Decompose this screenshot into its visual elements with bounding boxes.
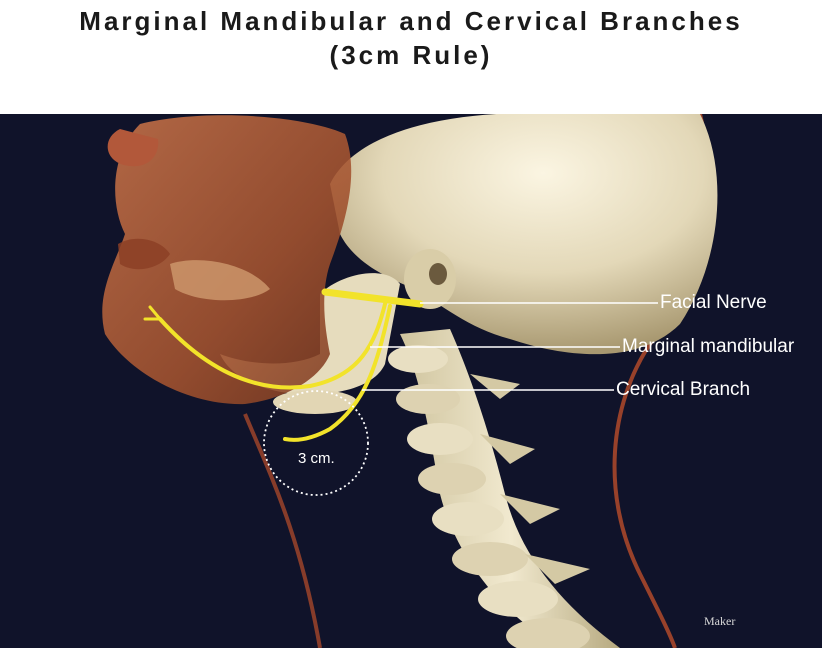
artist-signature: Maker <box>704 614 736 628</box>
cervical-branch <box>283 304 392 442</box>
three-cm-circle <box>263 390 369 496</box>
anatomy-image: Facial Nerve Marginal mandibular Cervica… <box>0 114 822 648</box>
neck-skin-front-outline <box>243 413 322 648</box>
facial-nerve-trunk <box>321 288 424 308</box>
lips <box>118 238 170 270</box>
facial-nerve <box>143 288 424 442</box>
cervical-spine <box>388 329 620 648</box>
anatomy-illustration <box>102 114 718 648</box>
facial-nerve-label: Facial Nerve <box>660 292 767 313</box>
figure-title: Marginal Mandibular and Cervical Branche… <box>0 4 822 72</box>
marginal-mandibular-tip-upper <box>148 305 162 321</box>
cervical-branch-label: Cervical Branch <box>616 379 751 400</box>
title-line-2: (3cm Rule) <box>329 40 493 70</box>
title-line-1: Marginal Mandibular and Cervical Branche… <box>79 6 743 36</box>
ear-canal <box>429 263 447 285</box>
teeth <box>170 260 270 301</box>
marginal-mandibular-branch <box>158 302 387 390</box>
marginal-mandibular-label: Marginal mandibular <box>622 336 795 357</box>
nose <box>107 129 159 167</box>
face-soft-tissue <box>102 115 352 405</box>
leader-lines <box>362 302 658 391</box>
distance-label: 3 cm. <box>298 450 335 467</box>
hyoid-bone <box>273 390 357 414</box>
